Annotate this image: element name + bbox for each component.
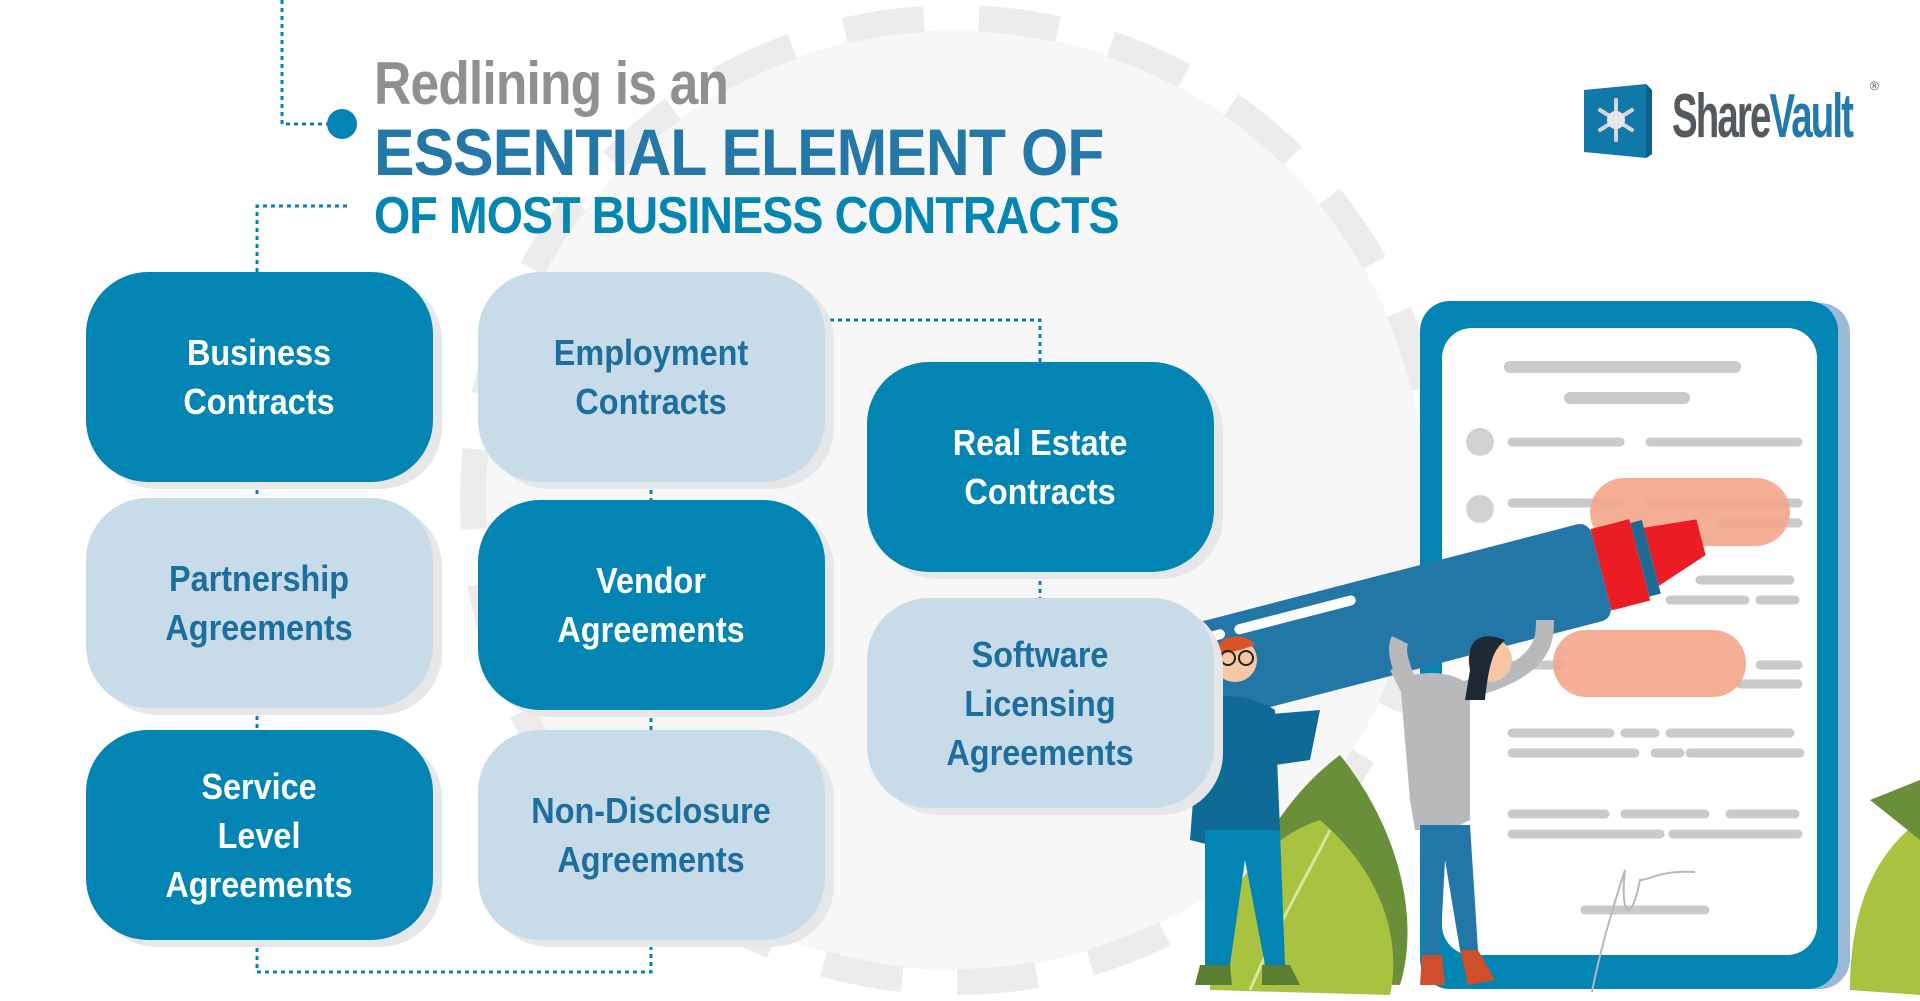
card-label: Real Estate Contracts xyxy=(953,422,1128,512)
woman-figure-illustration xyxy=(1389,619,1554,985)
card-label: Service Level Agreements xyxy=(165,765,354,905)
card-partnership-agreements: Partnership Agreements xyxy=(86,498,433,708)
vault-logo-icon xyxy=(1584,84,1652,158)
logo-text-vault: Vault xyxy=(1769,82,1854,151)
card-label: Employment Contracts xyxy=(554,332,749,422)
heading-line-3: OF MOST BUSINESS CONTRACTS xyxy=(374,187,1120,245)
card-label: Software Licensing Agreements xyxy=(946,633,1135,773)
connector-lines xyxy=(255,0,1042,974)
card-employment-contracts: Employment Contracts xyxy=(478,272,825,482)
card-non-disclosure-agreements: Non-Disclosure Agreements xyxy=(478,730,825,940)
logo-text-share: Share xyxy=(1672,82,1771,151)
card-label: Non-Disclosure Agreements xyxy=(531,790,772,880)
sharevault-logo: ShareVault ® xyxy=(1580,80,1900,160)
registered-mark: ® xyxy=(1870,79,1879,93)
card-label: Business Contracts xyxy=(183,332,336,422)
card-label: Partnership Agreements xyxy=(165,558,354,648)
heading-line-1: Redlining is an xyxy=(374,50,729,117)
card-service-level-agreements: Service Level Agreements xyxy=(86,730,433,940)
title-bullet-dot xyxy=(327,109,357,139)
card-software-licensing-agreements: Software Licensing Agreements xyxy=(867,598,1214,808)
card-real-estate-contracts: Real Estate Contracts xyxy=(867,362,1214,572)
card-vendor-agreements: Vendor Agreements xyxy=(478,500,825,710)
card-business-contracts: Business Contracts xyxy=(86,272,433,482)
card-label: Vendor Agreements xyxy=(557,560,746,650)
heading-line-2: ESSENTIAL ELEMENT OF xyxy=(374,115,1104,189)
